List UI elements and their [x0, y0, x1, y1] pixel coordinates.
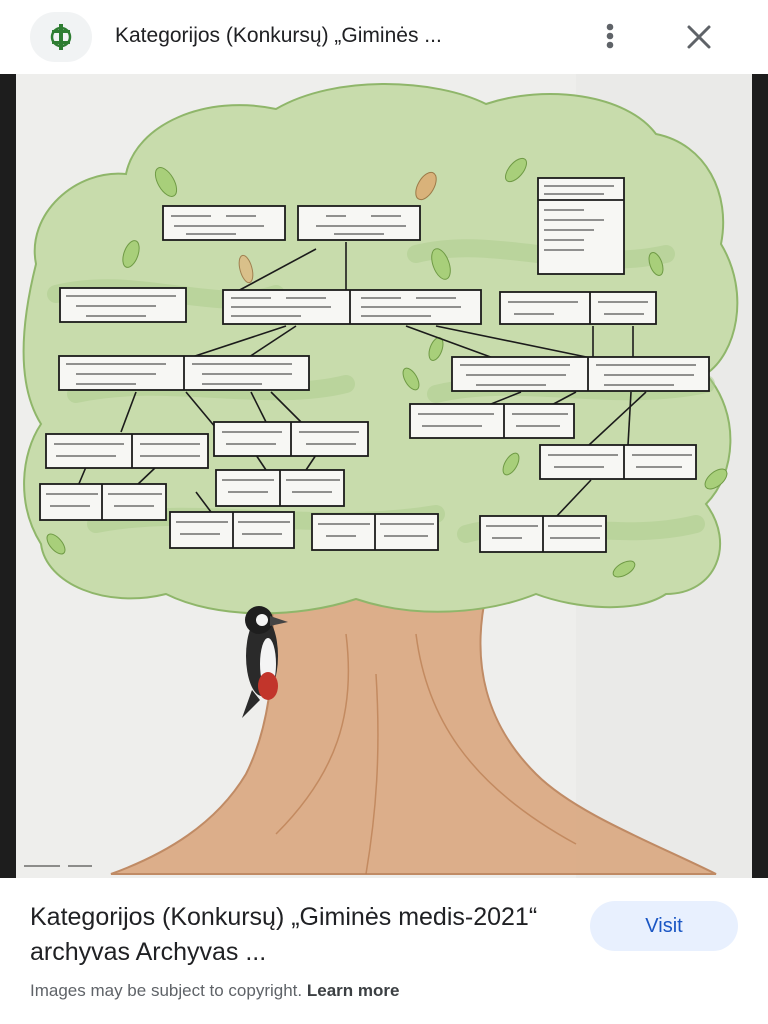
source-title[interactable]: Kategorijos (Konkursų) „Giminės ...	[115, 24, 442, 47]
leaf-icons	[46, 157, 728, 578]
copyright-notice: Images may be subject to copyright. Lear…	[30, 981, 399, 1001]
learn-more-link[interactable]: Learn more	[306, 981, 400, 1000]
image-result-title[interactable]: Kategorijos (Konkursų) „Giminės medis-20…	[30, 903, 538, 966]
tree-trunk	[110, 593, 717, 875]
woodpecker-illustration	[242, 606, 288, 718]
handwriting-marks	[24, 185, 696, 867]
family-tree-drawing	[16, 74, 752, 878]
more-options-button[interactable]	[592, 18, 628, 54]
site-favicon[interactable]	[30, 12, 92, 62]
visit-button[interactable]: Visit	[590, 901, 738, 951]
image-preview[interactable]	[0, 74, 768, 878]
viewer-header: Kategorijos (Konkursų) „Giminės ...	[0, 0, 768, 74]
close-button[interactable]	[678, 18, 720, 56]
close-icon	[687, 25, 711, 49]
family-boxes	[39, 177, 710, 553]
more-vert-icon	[606, 23, 614, 49]
green-cross-emblem-icon	[50, 24, 72, 50]
copyright-text: Images may be subject to copyright.	[30, 981, 303, 1000]
